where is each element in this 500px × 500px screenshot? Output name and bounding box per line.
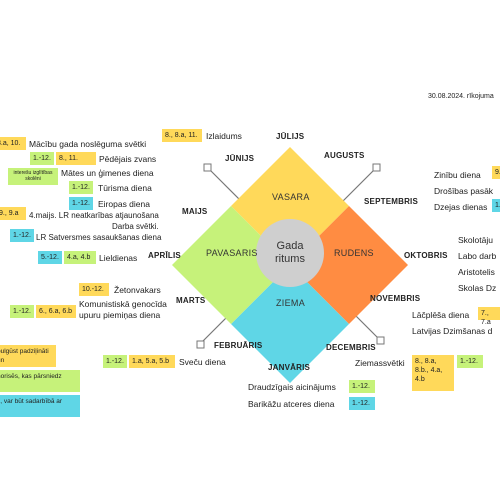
legend-note-green: norisēs, kas pārsniedz	[0, 370, 80, 392]
event-tag: 9.	[492, 166, 500, 179]
month-november: NOVEMBRIS	[370, 294, 421, 303]
spring-quadrant	[172, 206, 290, 324]
month-december: DECEMBRIS	[326, 343, 376, 352]
event-label: Draudzīgais aicinājums	[248, 382, 336, 392]
event-label: Zinību diena	[434, 170, 481, 180]
event-label: Sveču diena	[179, 357, 226, 367]
legend-note-cyan: s, var būt sadarbībā ar	[0, 395, 80, 417]
season-summer: VASARA	[272, 192, 310, 202]
event-tag: 8., 11.	[56, 152, 96, 165]
event-label: Komunistiskā genocīda	[79, 299, 167, 309]
month-april: APRĪLIS	[148, 251, 181, 260]
event-tag: 8., 8.a, 11.	[162, 129, 202, 142]
month-august: AUGUSTS	[324, 151, 365, 160]
event-tag: 1.-12.	[457, 355, 483, 368]
month-march: MARTS	[176, 296, 206, 305]
month-july: JŪLIJS	[276, 132, 305, 141]
event-tag: 4.a, 4.b	[64, 251, 96, 264]
event-tag: 1.-12.	[103, 355, 127, 368]
event-label: Aristotelis	[458, 267, 495, 277]
event-label: Lieldienas	[99, 253, 138, 263]
season-autumn: RUDENS	[334, 248, 374, 258]
event-label: Izlaidums	[206, 131, 242, 141]
center-circle	[256, 219, 324, 287]
event-tag: 1.	[492, 199, 500, 212]
month-february: FEBRUĀRIS	[214, 341, 263, 350]
event-label: Skolotāju	[458, 235, 493, 245]
event-tag: 5.-12.	[38, 251, 62, 264]
event-label: upuru piemiņas diena	[79, 310, 161, 320]
axis-end-se	[376, 336, 385, 345]
event-label: Drošības pasāk	[434, 186, 494, 196]
order-date: 30.08.2024. rīkojuma	[428, 93, 494, 100]
event-tag: 1.-12.	[349, 397, 375, 410]
axis-end-sw	[196, 340, 205, 349]
season-winter: ZIEMA	[276, 298, 306, 308]
event-tag: 1.-12.	[349, 380, 375, 393]
center-label-line2: ritums	[275, 253, 305, 265]
event-tag: 1.-12.	[69, 197, 93, 210]
event-tag: 1.a, 5.a, 5.b	[129, 355, 175, 368]
event-label: LR Satversmes sasaukšanas diena	[36, 233, 162, 242]
event-tag: 6., 6.a, 6.b	[36, 305, 76, 318]
season-spring: PAVASARIS	[206, 248, 258, 258]
event-label: Labo darb	[458, 251, 497, 261]
event-label: Eiropas diena	[98, 199, 150, 209]
legend-note-yellow: pulgūst padziļināti un	[0, 345, 56, 367]
event-tag: 1.-12.	[69, 181, 93, 194]
event-label: 4.maijs. LR neatkarības atjaunošana	[29, 211, 159, 220]
event-label: Ziemassvētki	[355, 358, 405, 368]
month-september: SEPTEMBRIS	[364, 197, 419, 206]
event-tag: 1.-12.	[10, 305, 34, 318]
event-tag: 10.-12.	[79, 283, 109, 296]
event-tag: 8.a, 10.	[0, 137, 26, 150]
event-label: Darba svētki.	[112, 222, 159, 231]
event-tag: interešu izglītības skolēni	[8, 168, 58, 185]
event-tag: 1.-12.	[10, 229, 34, 242]
month-october: OKTOBRIS	[404, 251, 448, 260]
event-tag: 9., 9.a	[0, 207, 26, 220]
event-label: Žetonvakars	[114, 285, 161, 295]
month-june: JŪNIJS	[225, 154, 255, 163]
event-label: Mācību gada noslēguma svētki	[29, 139, 147, 149]
axis-end-nw	[203, 163, 212, 172]
event-tag: 1.-12.	[30, 152, 54, 165]
month-january: JANVĀRIS	[268, 363, 311, 372]
event-label: Dzejas dienas	[434, 202, 488, 212]
event-tag: 7., 7.a	[478, 307, 500, 326]
center-label-line1: Gada	[276, 240, 304, 252]
center-label: Gada ritums	[256, 240, 324, 266]
event-label: Lāčplēša diena	[412, 310, 470, 320]
month-may: MAIJS	[182, 207, 208, 216]
axis-end-ne	[372, 163, 381, 172]
event-label: Latvijas Dzimšanas d	[412, 326, 493, 336]
event-label: Skolas Dz	[458, 283, 497, 293]
event-label: Mātes un ģimenes diena	[61, 168, 154, 178]
event-tag: 8., 8.a, 8.b., 4.a, 4.b	[412, 355, 454, 391]
event-label: Tūrisma diena	[98, 183, 152, 193]
event-label: Barikāžu atceres diena	[248, 399, 335, 409]
event-label: Pēdējais zvans	[99, 154, 157, 164]
